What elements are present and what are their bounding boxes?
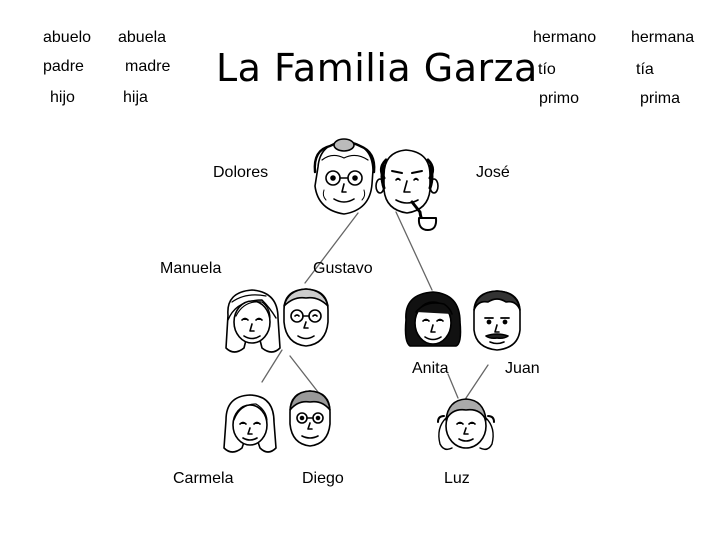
carmela-face-icon	[223, 394, 277, 453]
vocab-hermana: hermana	[631, 29, 695, 46]
vocab-primo: primo	[539, 90, 580, 107]
jose-face-icon	[375, 149, 439, 231]
vocab-hermano: hermano	[533, 29, 597, 46]
name-jose: José	[476, 164, 510, 181]
page-title: La Familia Garza	[216, 46, 538, 90]
vocab-hija: hija	[123, 89, 148, 106]
vocab-tia: tía	[636, 61, 654, 78]
luz-face-icon	[437, 398, 495, 451]
tree-connectors	[261, 211, 489, 399]
name-juan: Juan	[505, 360, 540, 377]
vocab-abuelo: abuelo	[43, 29, 92, 46]
vocab-tio: tío	[538, 61, 556, 78]
name-anita: Anita	[412, 360, 449, 377]
name-dolores: Dolores	[213, 164, 269, 181]
name-luz: Luz	[444, 470, 470, 487]
name-manuela: Manuela	[160, 260, 222, 277]
vocab-madre: madre	[125, 58, 171, 75]
anita-face-icon	[404, 291, 462, 347]
vocab-abuela: abuela	[118, 29, 167, 46]
vocab-hijo: hijo	[50, 89, 75, 106]
name-gustavo: Gustavo	[313, 260, 373, 277]
gustavo-face-icon	[283, 288, 329, 347]
manuela-face-icon	[225, 289, 281, 353]
vocab-prima: prima	[640, 90, 681, 107]
vocab-padre: padre	[43, 58, 84, 75]
juan-face-icon	[473, 290, 521, 351]
name-diego: Diego	[302, 470, 344, 487]
dolores-face-icon	[313, 138, 376, 215]
diego-face-icon	[289, 390, 331, 447]
name-carmela: Carmela	[173, 470, 234, 487]
